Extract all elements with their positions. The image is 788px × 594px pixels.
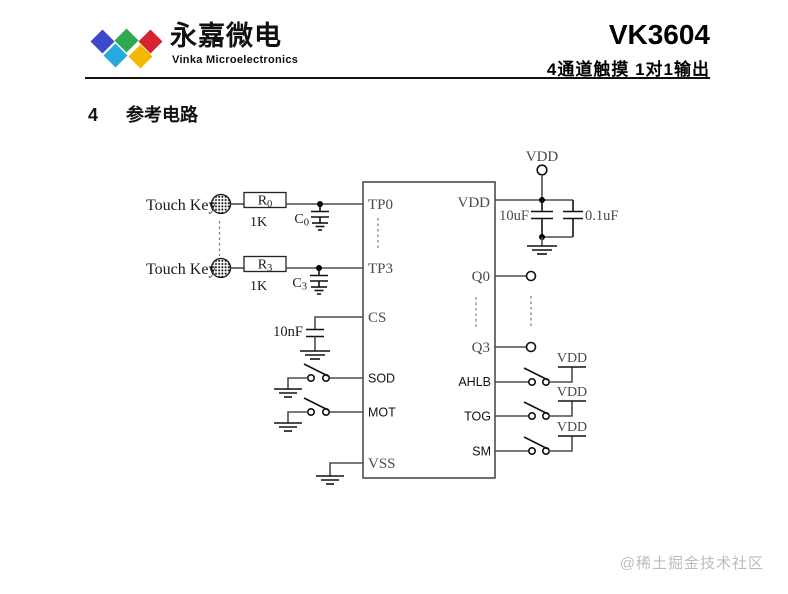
mot-switch-branch (274, 397, 363, 432)
touch-key-3-label: Touch Key (146, 261, 216, 278)
switch-blade (523, 367, 549, 381)
ground-icon (527, 245, 557, 255)
capacitor-cs-value: 10nF (273, 324, 303, 340)
ic-body (362, 181, 496, 479)
bulk-cap-value: 10uF (499, 208, 529, 224)
capacitor-c0-label: C0 (294, 212, 309, 229)
header-divider (85, 77, 710, 79)
switch-blade (523, 401, 549, 415)
pin-label-sod: SOD (368, 372, 395, 386)
resistor-r0-label: R0 (258, 194, 273, 211)
pin-label-vss: VSS (368, 456, 396, 472)
touch-key-0-branch (210, 191, 363, 231)
section-heading: 4 参考电路 (88, 101, 198, 127)
pin-label-tog: TOG (464, 410, 491, 424)
switch-contact (306, 373, 315, 382)
resistor-r3-value: 1K (250, 279, 267, 294)
q0-terminal (525, 270, 537, 282)
vdd-tog-label: VDD (557, 385, 587, 400)
tog-switch-branch (495, 400, 586, 420)
resistor-r3-label: R3 (258, 258, 273, 275)
pin-label-cs: CS (368, 310, 386, 326)
q-output-terminals (495, 270, 537, 353)
pin-label-tp0: TP0 (368, 197, 393, 213)
vdd-decoupling-branch (495, 164, 583, 255)
ahlb-switch-branch (495, 366, 586, 386)
pin-label-tp3: TP3 (368, 261, 393, 277)
logo-subtitle: Vinka Microelectronics (172, 54, 299, 66)
product-title: VK3604 (608, 19, 710, 50)
watermark: @稀土掘金技术社区 (619, 555, 764, 572)
resistor-r0-value: 1K (250, 215, 267, 230)
sm-switch-branch (495, 435, 586, 455)
pin-label-ahlb: AHLB (458, 375, 491, 389)
pin-label-q0: Q0 (472, 269, 490, 285)
switch-contact (527, 446, 536, 455)
vdd-sm-label: VDD (557, 420, 587, 435)
bypass-cap-value: 0.1uF (585, 208, 618, 224)
capacitor-0p1uf (563, 200, 583, 237)
capacitor-c3 (310, 268, 328, 295)
switch-blade (303, 397, 329, 411)
vdd-ahlb-label: VDD (557, 351, 587, 366)
vss-ground-branch (316, 462, 363, 485)
q3-terminal (525, 341, 537, 353)
resistor-r0 (243, 191, 287, 209)
section-number: 4 (88, 105, 99, 125)
pin-label-q3: Q3 (472, 340, 490, 356)
switch-blade (303, 363, 329, 377)
vdd-top-label: VDD (526, 149, 559, 165)
switch-contact (527, 377, 536, 386)
ground-icon (274, 388, 302, 398)
capacitor-c0 (311, 204, 329, 231)
logo-title: 永嘉微电 (170, 21, 282, 51)
pin-label-sm: SM (472, 445, 491, 459)
section-title: 参考电路 (126, 105, 198, 125)
touch-key-3-branch (210, 255, 363, 295)
capacitor-10uf (531, 200, 553, 237)
resistor-r3 (243, 255, 287, 273)
ground-icon (274, 422, 302, 432)
pin-label-vdd: VDD (458, 195, 491, 211)
touch-key-0-label: Touch Key (146, 197, 216, 214)
switch-contact (306, 407, 315, 416)
ground-icon (316, 475, 344, 485)
capacitor-c3-label: C3 (292, 276, 307, 293)
switch-contact (527, 411, 536, 420)
vdd-terminal (536, 164, 548, 176)
ground-icon (300, 350, 330, 360)
pin-label-mot: MOT (368, 406, 396, 420)
product-tagline: 4通道触摸 1对1输出 (546, 60, 710, 79)
switch-blade (523, 436, 549, 450)
cs-capacitor-branch (300, 316, 363, 360)
sod-switch-branch (274, 363, 363, 398)
